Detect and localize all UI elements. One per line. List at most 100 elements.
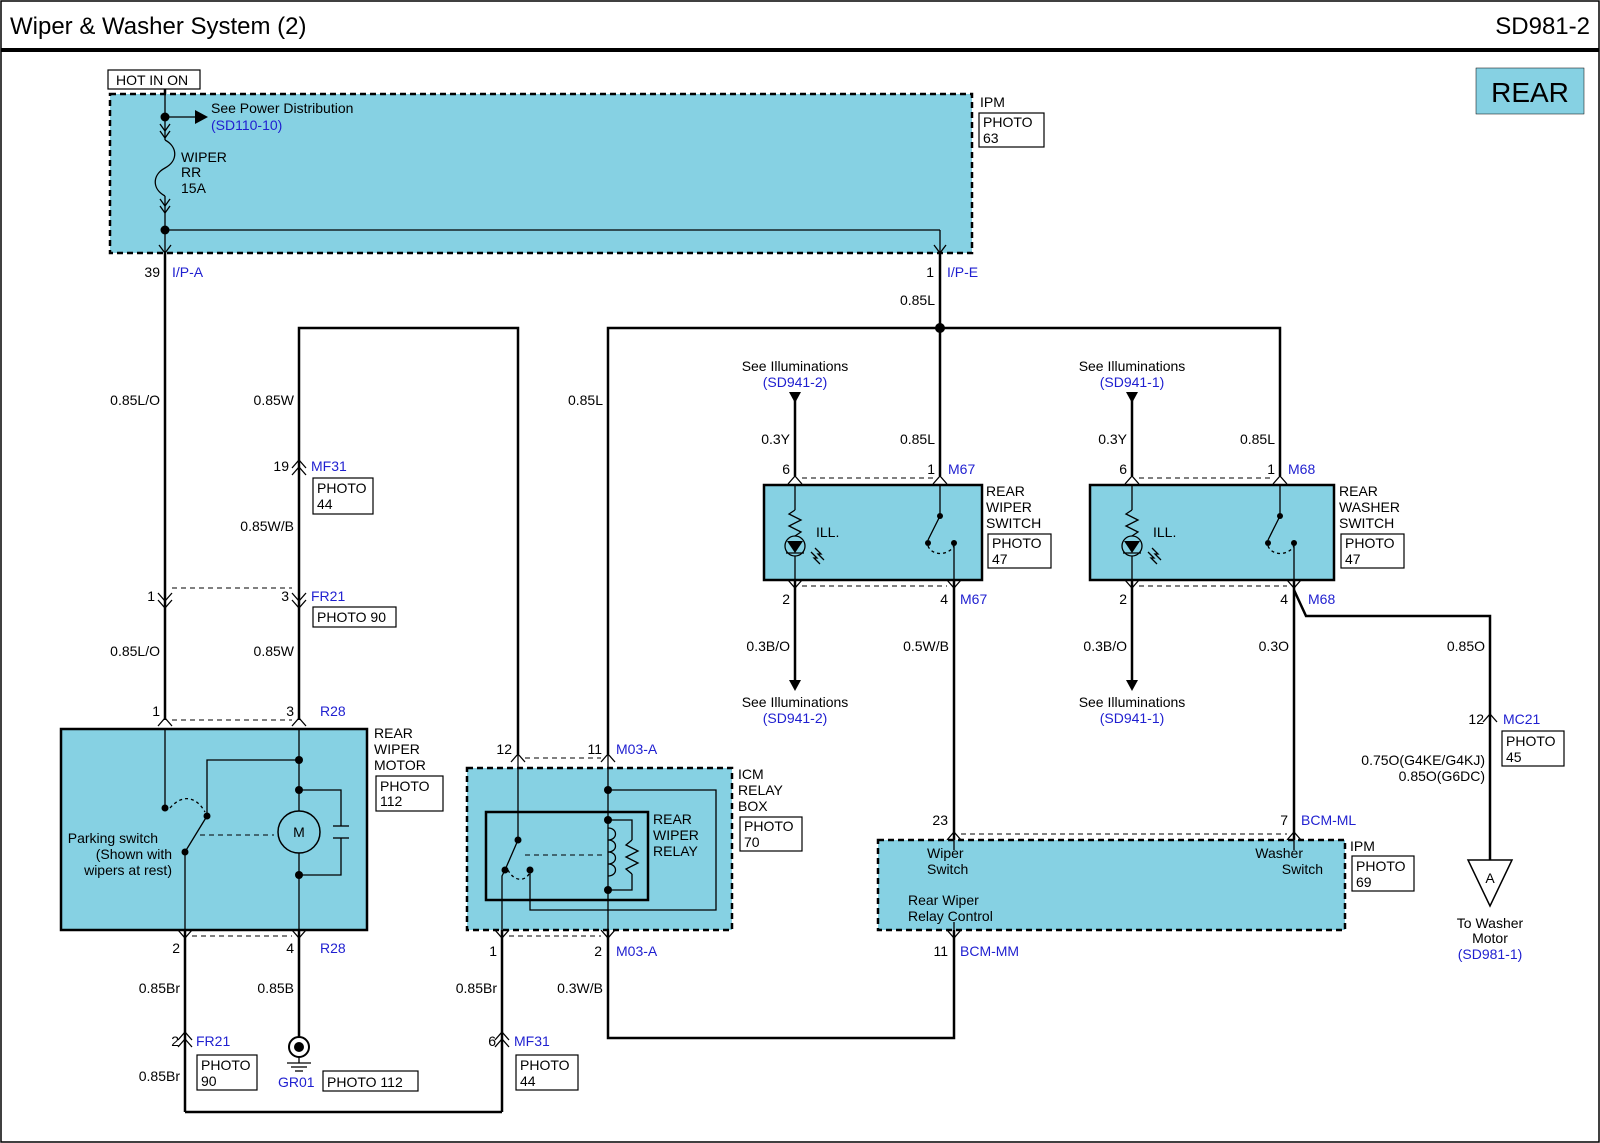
wire-label: 0.85L [568, 392, 603, 408]
capacitor-wire [299, 838, 342, 876]
wire-label: 0.85L [900, 292, 935, 308]
motor-label-1: REAR [374, 725, 413, 741]
ill-label: ILL. [816, 524, 839, 540]
connector-m03a [494, 929, 510, 939]
photo-box [1351, 855, 1415, 892]
ipm-wiper-label-1: Wiper [927, 845, 964, 861]
ill-label: ILL. [1153, 524, 1176, 540]
rear-badge-label: REAR [1491, 77, 1569, 108]
connector-m03a [600, 929, 616, 939]
connector-a-icon [1466, 859, 1514, 908]
connector-label: BCM-MM [960, 943, 1019, 959]
wiper-switch-label-3: SWITCH [986, 515, 1041, 531]
wire-label: 0.3B/O [746, 638, 790, 654]
power-ref-text: See Power Distribution [211, 100, 353, 116]
wire-0-85o [1292, 589, 1492, 860]
pin-number: 12 [1468, 711, 1484, 727]
connector-r28 [291, 929, 307, 939]
fuse-label-1: WIPER [181, 149, 227, 165]
photo-label: PHOTO [744, 818, 794, 834]
pin-number: 39 [144, 264, 160, 280]
connector-bcm [946, 929, 962, 939]
pin-number: 1 [489, 943, 497, 959]
wire-label: 0.3Y [1098, 431, 1127, 447]
wire-label: 0.85L/O [110, 392, 160, 408]
pin-number: 11 [933, 943, 948, 959]
pin-number: 11 [587, 741, 602, 757]
illum-ref-code: (SD941-1) [1100, 374, 1165, 390]
fuse-label-3: 15A [181, 180, 207, 196]
illum-ref-code: (SD941-2) [763, 710, 828, 726]
motor-internal-wire [206, 759, 299, 816]
splice-dot [604, 786, 612, 794]
motor-icon [277, 810, 321, 854]
pin-number: 4 [286, 940, 294, 956]
photo-number: 112 [380, 793, 403, 809]
switch-box [1088, 483, 1336, 582]
wire-label: 0.85Br [456, 980, 498, 996]
icm-relay-box: REAR WIPER RELAY ICM RELAY BOX PHOTO 70 [465, 754, 803, 932]
photo-number: 45 [1506, 749, 1522, 765]
wire-0-85l-washer [940, 326, 1282, 476]
photo-boxes: PHOTO 44 PHOTO 90 PHOTO 45 PHOTO 90 PHOT… [196, 477, 1565, 1091]
wire-0-85l-relay [606, 326, 940, 754]
ipm-washer-label-2: Switch [1282, 861, 1323, 877]
power-ref-arrow [195, 110, 208, 124]
arrow-down-icon [789, 392, 801, 403]
wire-label: 0.85W [254, 643, 295, 659]
hot-in-on-label: HOT IN ON [116, 72, 188, 88]
photo-label: PHOTO [1356, 858, 1406, 874]
icm-label-2: RELAY [738, 782, 784, 798]
wire-label: 0.85W [254, 392, 295, 408]
photo-number: 69 [1356, 874, 1372, 890]
washer-motor-ref-code: (SD981-1) [1458, 946, 1523, 962]
photo-number: 47 [992, 551, 1008, 567]
wiring [163, 253, 1492, 1114]
photo-label: PHOTO [1345, 535, 1395, 551]
pin-number: 3 [281, 588, 289, 604]
pin-number: 4 [1280, 591, 1288, 607]
pin-number: 2 [171, 1033, 179, 1049]
photo-label: PHOTO [201, 1057, 251, 1073]
fuse-icon [154, 139, 176, 197]
led-icon [1124, 541, 1140, 553]
wire-label: 0.85W/B [240, 518, 294, 534]
connector-m67 [946, 579, 962, 589]
illum-ref-text: See Illuminations [742, 694, 849, 710]
wire-0-85w-loop [297, 326, 520, 754]
led-icon [787, 541, 803, 553]
photo-label: PHOTO [1506, 733, 1556, 749]
connector-label: M68 [1308, 591, 1335, 607]
connector-label: M03-A [616, 943, 658, 959]
connector-label: M67 [948, 461, 975, 477]
connector-m67 [932, 475, 948, 485]
photo-box [312, 606, 397, 628]
connector-mc21 [1482, 713, 1498, 723]
wire-label: 0.85O(G6DC) [1399, 768, 1485, 784]
pin-number: 1 [147, 588, 155, 604]
ipm-top-box [108, 92, 974, 255]
illum-ref-text: See Illuminations [1079, 694, 1186, 710]
wire-label: 0.85Br [139, 980, 181, 996]
ipm-relay-label-2: Relay Control [908, 908, 993, 924]
parking-label-3: wipers at rest) [83, 862, 172, 878]
pin-number: 4 [940, 591, 948, 607]
connector-m68 [1272, 475, 1288, 485]
pin-number: 1 [1267, 461, 1275, 477]
photo-label: PHOTO 90 [317, 609, 386, 625]
contact-dot [1265, 540, 1271, 546]
wire-label: 0.3B/O [1083, 638, 1127, 654]
illum-ref-code: (SD941-1) [1100, 710, 1165, 726]
wire-label: 0.5W/B [903, 638, 949, 654]
relay-label-2: WIPER [653, 827, 699, 843]
pin-number: 2 [782, 591, 790, 607]
light-rays-icon [810, 547, 825, 565]
wire-label: 0.85B [257, 980, 294, 996]
connector-mf31 [494, 1031, 510, 1048]
page-code: SD981-2 [1495, 13, 1590, 40]
connectors [157, 459, 1498, 1048]
pin-number: 3 [286, 703, 294, 719]
resistor-icon [1124, 509, 1140, 537]
illum-ref-text: See Illuminations [742, 358, 849, 374]
